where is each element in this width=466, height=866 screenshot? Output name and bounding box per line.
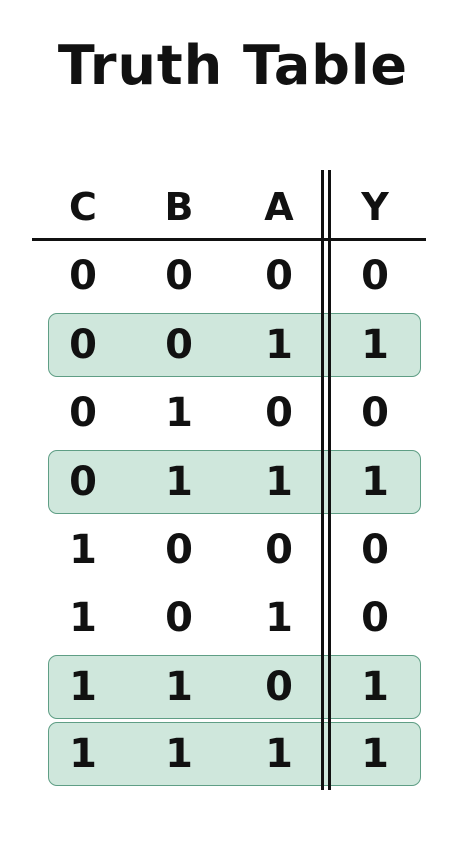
cell-a-row-7: 1 (265, 731, 293, 777)
header-a: A (264, 185, 294, 229)
header-b: B (164, 185, 194, 229)
cell-c-row-5: 1 (69, 595, 97, 641)
cell-b-row-1: 0 (165, 322, 193, 368)
cell-c-row-2: 0 (69, 390, 97, 436)
highlight-row-6 (48, 655, 421, 719)
cell-c-row-3: 0 (69, 459, 97, 505)
cell-b-row-5: 0 (165, 595, 193, 641)
header-divider (32, 238, 426, 241)
cell-a-row-3: 1 (265, 459, 293, 505)
highlight-row-3 (48, 450, 421, 514)
highlight-row-1 (48, 313, 421, 377)
cell-b-row-6: 1 (165, 664, 193, 710)
header-y: Y (361, 185, 389, 229)
cell-c-row-0: 0 (69, 253, 97, 299)
cell-y-row-4: 0 (361, 527, 389, 573)
output-divider-left (321, 170, 324, 790)
cell-y-row-0: 0 (361, 253, 389, 299)
cell-c-row-4: 1 (69, 527, 97, 573)
cell-y-row-2: 0 (361, 390, 389, 436)
page-title: Truth Table (57, 34, 409, 97)
cell-b-row-0: 0 (165, 253, 193, 299)
cell-y-row-1: 1 (361, 322, 389, 368)
cell-b-row-3: 1 (165, 459, 193, 505)
cell-c-row-1: 0 (69, 322, 97, 368)
cell-a-row-5: 1 (265, 595, 293, 641)
cell-y-row-7: 1 (361, 731, 389, 777)
cell-y-row-5: 0 (361, 595, 389, 641)
header-c: C (69, 185, 97, 229)
cell-c-row-6: 1 (69, 664, 97, 710)
cell-y-row-6: 1 (361, 664, 389, 710)
cell-b-row-4: 0 (165, 527, 193, 573)
output-divider-right (328, 170, 331, 790)
cell-a-row-0: 0 (265, 253, 293, 299)
cell-b-row-2: 1 (165, 390, 193, 436)
cell-a-row-2: 0 (265, 390, 293, 436)
cell-a-row-1: 1 (265, 322, 293, 368)
cell-a-row-6: 0 (265, 664, 293, 710)
cell-y-row-3: 1 (361, 459, 389, 505)
highlight-row-7 (48, 722, 421, 786)
cell-c-row-7: 1 (69, 731, 97, 777)
cell-a-row-4: 0 (265, 527, 293, 573)
cell-b-row-7: 1 (165, 731, 193, 777)
